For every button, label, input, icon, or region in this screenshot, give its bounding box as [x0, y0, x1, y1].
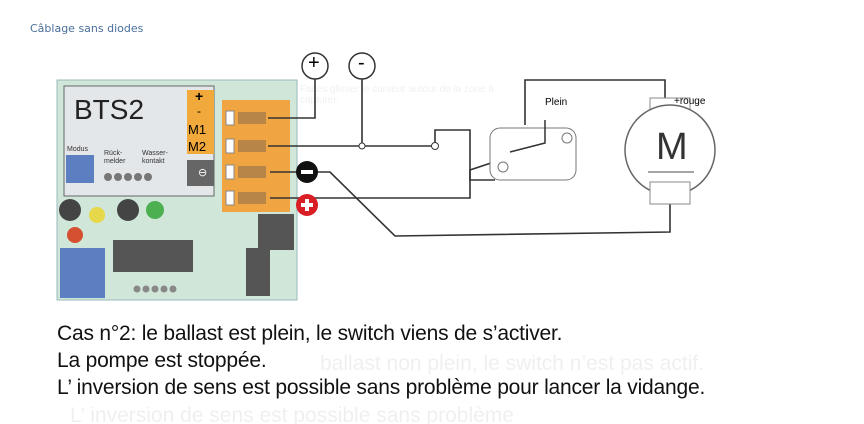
plus-symbol: +	[308, 52, 320, 74]
motor-label: M	[656, 126, 688, 168]
caption-line-2: La pompe est stoppée.	[57, 349, 267, 372]
terminal-minus-label: -	[197, 104, 201, 118]
micro-switch	[489, 120, 577, 181]
rueckmelder-label: Rück- melder	[104, 150, 126, 165]
terminal-m2-label: M2	[188, 139, 207, 154]
terminal-block	[222, 100, 290, 212]
wasserkontakt-label: Wasser- kontakt	[142, 150, 168, 165]
ghost-text-2: L’ inversion de sens est possible sans p…	[70, 404, 514, 424]
plus-terminal-icon	[301, 52, 329, 80]
terminal-m1-label: M1	[188, 122, 207, 137]
modus-label: Modus	[67, 146, 89, 153]
ghost-hint: Faites glisser le curseur autour de la z…	[300, 84, 494, 106]
motor-polarity-label: +rouge	[674, 96, 706, 107]
bts2-board: ⊖	[56, 79, 298, 301]
motor	[624, 97, 716, 205]
terminal-plus-label: +	[195, 88, 204, 104]
svg-text:⊖: ⊖	[198, 166, 207, 179]
section-title: Câblage sans diodes	[30, 22, 144, 35]
minus-terminal-icon	[348, 52, 376, 80]
minus-symbol: -	[358, 52, 365, 74]
board-name: BTS2	[74, 94, 145, 125]
caption-line-1: Cas n°2: le ballast est plein, le switch…	[57, 322, 563, 345]
ghost-text-1: ballast non plein, le switch n’est pas a…	[320, 352, 705, 375]
caption-line-3: L’ inversion de sens est possible sans p…	[57, 376, 706, 399]
switch-label: Plein	[545, 97, 568, 108]
